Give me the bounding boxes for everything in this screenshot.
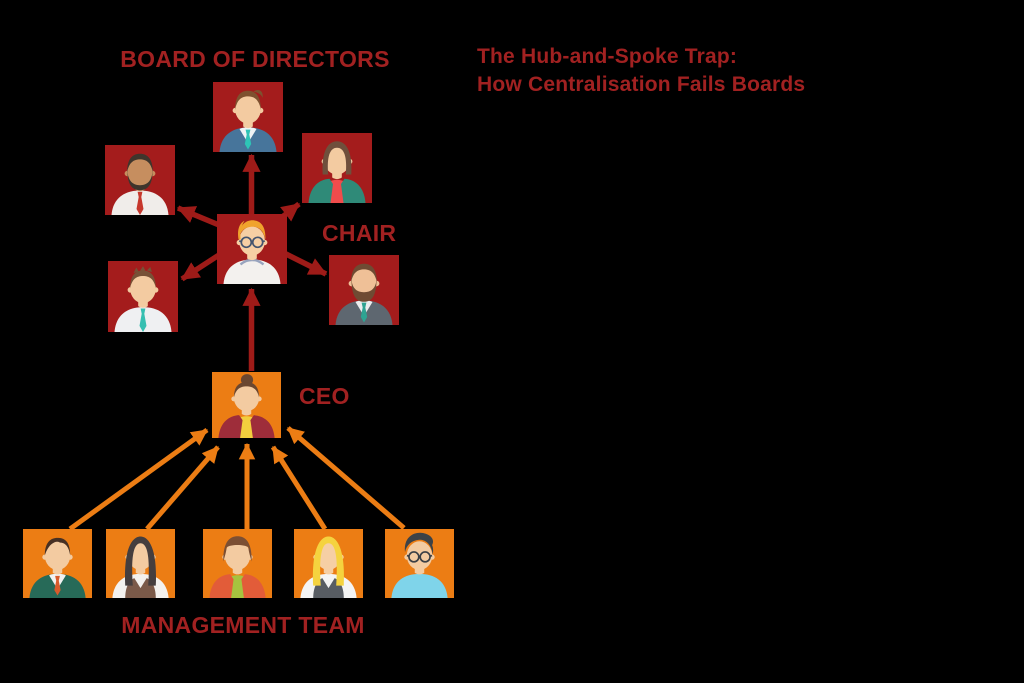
chair-label: CHAIR (322, 220, 397, 246)
arrow-management.0-to-ceo (68, 427, 209, 532)
ceo-avatar (212, 372, 281, 438)
chair-avatar (217, 214, 287, 284)
arrow-chair-to-board_lower_right (282, 250, 328, 277)
arrow-management.1-to-ceo (145, 445, 220, 531)
board-of-directors-label: BOARD OF DIRECTORS (120, 46, 390, 72)
board-member-top-avatar (213, 82, 283, 152)
arrow-management.4-to-ceo (286, 426, 406, 530)
arrow-chair-to-board_lower_left (180, 252, 221, 282)
management-member-5-avatar (385, 529, 454, 598)
management-member-3-avatar (203, 529, 272, 598)
arrow-management.3-to-ceo (270, 445, 328, 531)
title-line-1: The Hub-and-Spoke Trap: (477, 45, 738, 68)
arrow-chair-to-board_upper_left (176, 205, 221, 228)
infographic-title: The Hub-and-Spoke Trap: How Centralisati… (477, 43, 805, 99)
board-member-upper-left-avatar (105, 145, 175, 215)
board-member-lower-left-avatar (108, 261, 178, 332)
management-member-4-avatar (294, 529, 363, 598)
management-member-1-avatar (23, 529, 92, 598)
title-line-2: How Centralisation Fails Boards (477, 73, 806, 96)
management-member-2-avatar (106, 529, 175, 598)
board-member-lower-right-avatar (329, 255, 399, 325)
board-member-upper-right-avatar (302, 133, 372, 203)
ceo-label: CEO (299, 383, 350, 409)
management-team-label: MANAGEMENT TEAM (121, 612, 365, 638)
